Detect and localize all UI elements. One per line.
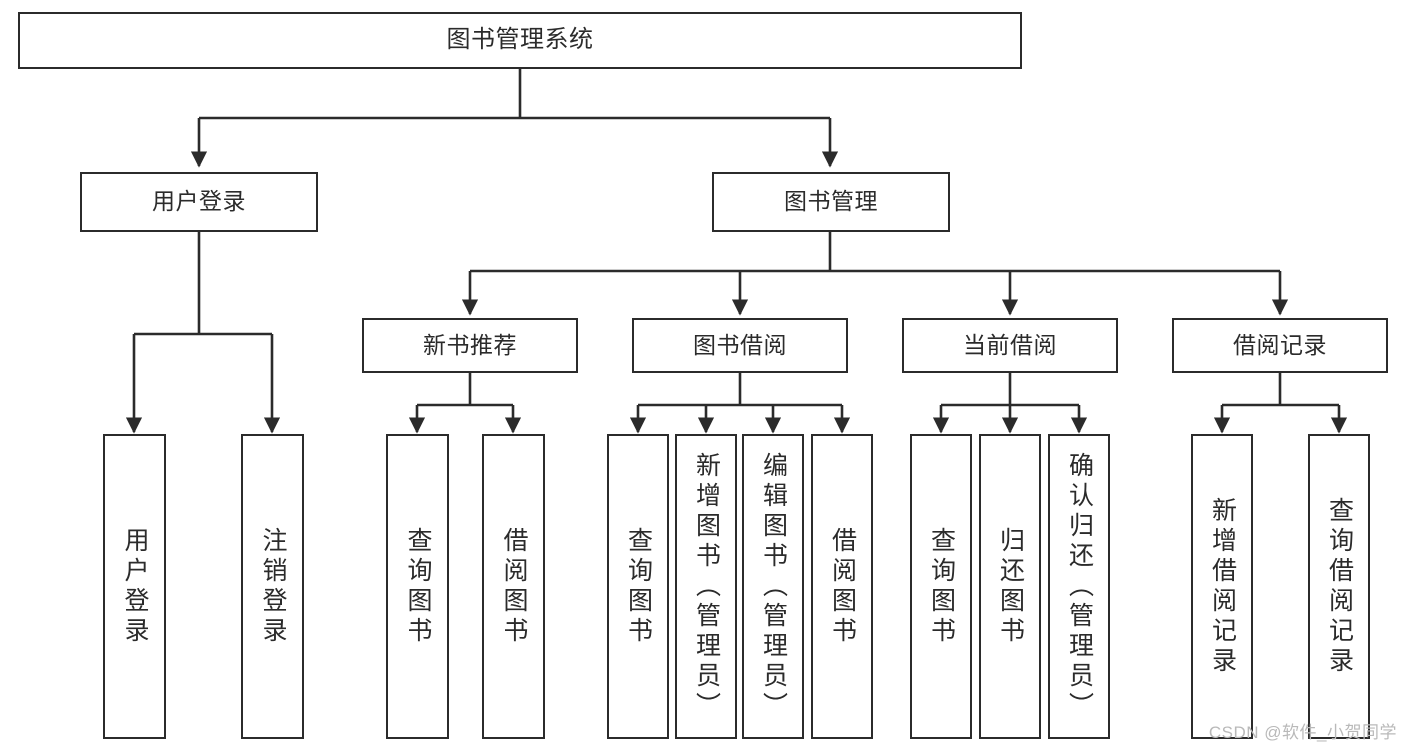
node-user-login[interactable]: 用户登录 xyxy=(80,172,318,232)
node-borrow-record[interactable]: 借阅记录 xyxy=(1172,318,1388,373)
node-root-label: 图书管理系统 xyxy=(446,26,594,54)
node-book-manage-label: 图书管理 xyxy=(784,188,878,215)
node-leaf-query-book-1-label: 查询图书 xyxy=(404,526,432,647)
node-new-book-recommend-label: 新书推荐 xyxy=(423,331,517,358)
node-leaf-query-record[interactable]: 查询借阅记录 xyxy=(1308,434,1370,739)
node-current-borrow-label: 当前借阅 xyxy=(963,331,1057,358)
node-leaf-return-book-label: 归还图书 xyxy=(996,526,1025,647)
node-leaf-user-login[interactable]: 用户登录 xyxy=(103,434,166,739)
node-leaf-borrow-book-2[interactable]: 借阅图书 xyxy=(811,434,873,739)
node-leaf-query-book-1[interactable]: 查询图书 xyxy=(386,434,449,739)
node-leaf-user-login-label: 用户登录 xyxy=(121,526,149,647)
node-book-borrow-label: 图书借阅 xyxy=(693,331,787,358)
node-new-book-recommend[interactable]: 新书推荐 xyxy=(362,318,578,373)
node-borrow-record-label: 借阅记录 xyxy=(1233,331,1327,358)
node-book-manage[interactable]: 图书管理 xyxy=(712,172,950,232)
csdn-watermark: CSDN @软件_小贺同学 xyxy=(1208,723,1397,742)
node-leaf-logout-login[interactable]: 注销登录 xyxy=(241,434,304,739)
node-leaf-confirm-return-label: 确认归还（管理员） xyxy=(1065,451,1094,722)
node-leaf-borrow-book-2-label: 借阅图书 xyxy=(828,526,857,647)
node-current-borrow[interactable]: 当前借阅 xyxy=(902,318,1118,373)
node-book-borrow[interactable]: 图书借阅 xyxy=(632,318,848,373)
node-leaf-query-book-3-label: 查询图书 xyxy=(927,526,956,647)
node-root[interactable]: 图书管理系统 xyxy=(18,12,1022,69)
node-leaf-confirm-return[interactable]: 确认归还（管理员） xyxy=(1048,434,1110,739)
node-leaf-edit-book[interactable]: 编辑图书（管理员） xyxy=(742,434,804,739)
node-leaf-logout-login-label: 注销登录 xyxy=(259,526,287,647)
node-leaf-add-book-label: 新增图书（管理员） xyxy=(692,451,721,722)
node-user-login-label: 用户登录 xyxy=(152,188,246,215)
node-leaf-add-record[interactable]: 新增借阅记录 xyxy=(1191,434,1253,739)
node-leaf-add-book[interactable]: 新增图书（管理员） xyxy=(675,434,737,739)
node-leaf-query-book-3[interactable]: 查询图书 xyxy=(910,434,972,739)
node-leaf-edit-book-label: 编辑图书（管理员） xyxy=(759,451,788,722)
node-leaf-query-record-label: 查询借阅记录 xyxy=(1325,496,1354,677)
node-leaf-query-book-2-label: 查询图书 xyxy=(624,526,653,647)
node-leaf-borrow-book-1[interactable]: 借阅图书 xyxy=(482,434,545,739)
node-leaf-borrow-book-1-label: 借阅图书 xyxy=(500,526,528,647)
node-leaf-return-book[interactable]: 归还图书 xyxy=(979,434,1041,739)
node-leaf-add-record-label: 新增借阅记录 xyxy=(1208,496,1237,677)
node-leaf-query-book-2[interactable]: 查询图书 xyxy=(607,434,669,739)
